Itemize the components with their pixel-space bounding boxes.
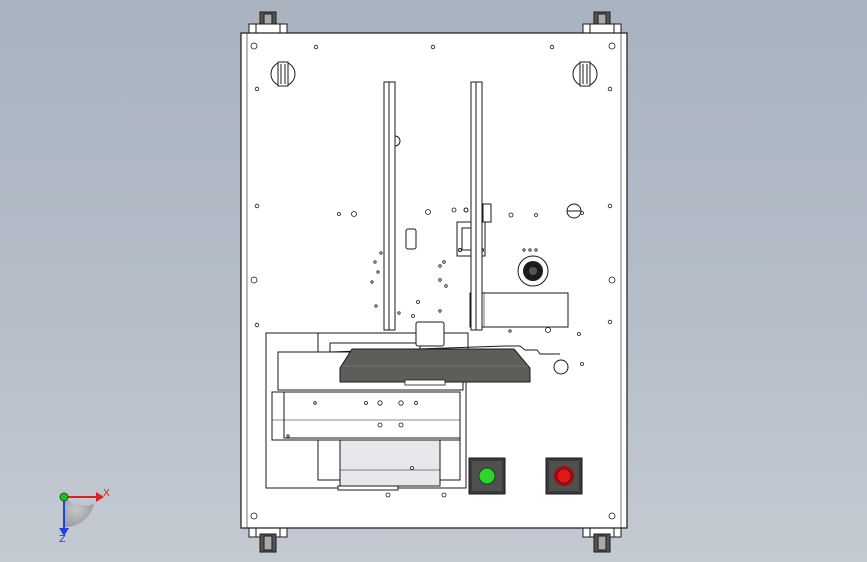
slot-cutout <box>405 228 417 250</box>
x-axis-label: X <box>103 488 110 499</box>
horizontal-bar <box>469 292 569 328</box>
stop-button[interactable] <box>545 457 583 495</box>
start-button[interactable] <box>468 457 506 495</box>
cap-block <box>415 321 445 347</box>
bearing-knob <box>517 255 549 287</box>
axis-triad: X Z <box>59 488 110 545</box>
housing-holes <box>286 400 418 470</box>
caster-bottom-right <box>582 526 622 553</box>
caster-feet <box>248 11 622 553</box>
vertical-rail-right <box>470 81 483 331</box>
sensor-circle <box>553 359 569 375</box>
screw-head <box>566 203 582 219</box>
latch-left <box>270 61 296 87</box>
handwheel <box>339 348 531 386</box>
caster-top-left <box>248 11 288 35</box>
caster-bottom-left <box>248 526 288 553</box>
vertical-rail-left <box>383 81 401 331</box>
latch-right <box>572 61 598 87</box>
ledge-profile <box>329 345 560 355</box>
z-axis-label: Z <box>59 534 66 545</box>
caster-top-right <box>582 11 622 35</box>
